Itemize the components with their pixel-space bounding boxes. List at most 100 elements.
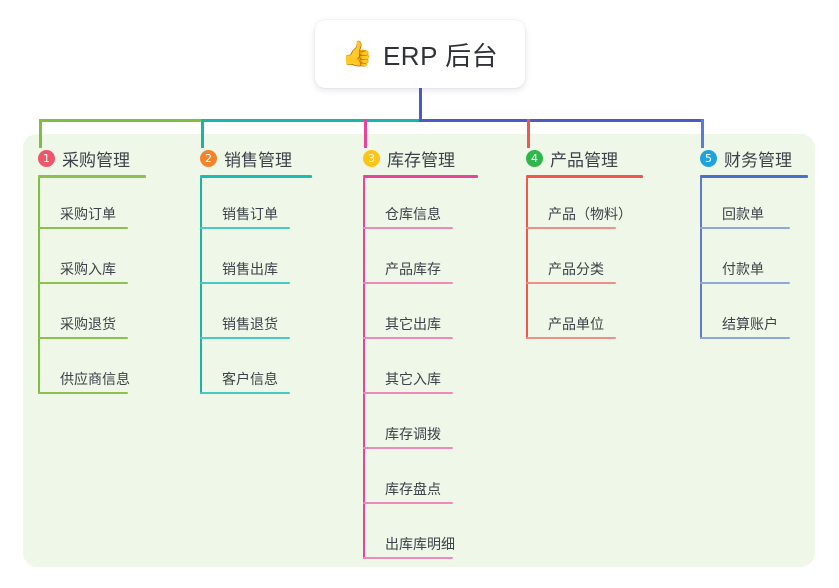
branch-drop-4 [527,119,530,148]
branch-item-label: 销售退货 [222,316,278,332]
branch-item[interactable]: 采购入库 [38,233,158,288]
branch-item[interactable]: 库存盘点 [363,453,483,508]
branch-item-underline [526,282,616,284]
branch-item-label: 销售订单 [222,206,278,222]
branch-underline [363,175,478,178]
branch-number-badge: 2 [200,149,217,167]
branch-item-underline [38,392,128,394]
branch-item-label: 产品库存 [385,261,441,277]
branch-item-label: 供应商信息 [60,371,130,387]
branch-item[interactable]: 出库库明细 [363,508,483,563]
branch-spine [363,178,365,559]
branch-item-label: 产品单位 [548,316,604,332]
branch-item[interactable]: 付款单 [700,233,820,288]
branch-item-label: 结算账户 [722,316,778,332]
branch-item-underline [526,227,616,229]
branch-title: 销售管理 [224,150,292,170]
branch-item-label: 其它入库 [385,371,441,387]
branch-number-badge: 1 [38,149,55,167]
branch-item[interactable]: 回款单 [700,178,820,233]
branch-item-underline [363,282,453,284]
root-connector-vertical [419,88,422,122]
branch-item[interactable]: 其它入库 [363,343,483,398]
branch-title: 库存管理 [387,150,455,170]
branch-item-label: 产品分类 [548,261,604,277]
branch-item-underline [38,282,128,284]
branch-number-badge: 5 [700,149,717,167]
branch-item[interactable]: 采购退货 [38,288,158,343]
branch-item-underline [363,557,453,559]
branch-item-underline [363,392,453,394]
branch-item-underline [200,227,290,229]
branch-item[interactable]: 产品分类 [526,233,646,288]
branch-item-label: 采购退货 [60,316,116,332]
branch-item[interactable]: 产品（物料） [526,178,646,233]
branch-item-label: 采购订单 [60,206,116,222]
thumbs-up-icon: 👍 [341,39,373,68]
branch-item-underline [200,392,290,394]
branch-underline [200,175,312,178]
branch-underline [38,175,146,178]
branch-spine [38,178,40,394]
branch-item[interactable]: 供应商信息 [38,343,158,398]
branch-item-label: 客户信息 [222,371,278,387]
branch-number-badge: 4 [526,149,543,167]
branch-spine [526,178,528,339]
branch-underline [700,175,808,178]
branch-header-3[interactable]: 3 库存管理 [363,146,478,170]
branch-spine [700,178,702,339]
branch-item[interactable]: 销售退货 [200,288,320,343]
branch-item-underline [200,337,290,339]
branch-underline [526,175,643,178]
branch-item-label: 产品（物料） [548,206,632,222]
branch-item-underline [363,447,453,449]
branch-items: 仓库信息产品库存其它出库其它入库库存调拨库存盘点出库库明细 [363,178,478,563]
root-node-title: ERP 后台 [382,40,499,71]
branch-header-1[interactable]: 1 采购管理 [38,146,146,170]
branch-item[interactable]: 产品单位 [526,288,646,343]
branch-item-underline [700,337,790,339]
branch-item[interactable]: 采购订单 [38,178,158,233]
bus-segment-2 [201,119,420,122]
branch-item-label: 库存调拨 [385,426,441,442]
branch-item-label: 采购入库 [60,261,116,277]
branch-item-underline [38,227,128,229]
branch-item[interactable]: 产品库存 [363,233,483,288]
branch-item-underline [363,502,453,504]
branches-panel [23,134,815,567]
branch-item[interactable]: 库存调拨 [363,398,483,453]
branch-item[interactable]: 销售订单 [200,178,320,233]
branch-item-label: 库存盘点 [385,481,441,497]
branch-item-underline [200,282,290,284]
branch-item-underline [700,227,790,229]
branch-item-label: 销售出库 [222,261,278,277]
branch-drop-3 [364,119,367,148]
branch-item[interactable]: 其它出库 [363,288,483,343]
branch-item-label: 出库库明细 [385,536,455,552]
branch-column-2: 2 销售管理销售订单销售出库销售退货客户信息 [200,146,312,398]
branch-drop-5 [701,119,704,148]
branch-title: 采购管理 [62,150,130,170]
branch-column-1: 1 采购管理采购订单采购入库采购退货供应商信息 [38,146,146,398]
branch-number-badge: 3 [363,149,380,167]
bus-segment-1 [39,119,204,122]
branch-header-2[interactable]: 2 销售管理 [200,146,312,170]
branch-item-underline [700,282,790,284]
root-node-erp-backend[interactable]: 👍 ERP 后台 [315,20,525,88]
branch-column-4: 4 产品管理产品（物料） 产品分类产品单位 [526,146,643,343]
branch-item[interactable]: 销售出库 [200,233,320,288]
branch-spine [200,178,202,394]
branch-items: 产品（物料） 产品分类产品单位 [526,178,643,343]
branch-drop-2 [201,119,204,148]
branch-item[interactable]: 客户信息 [200,343,320,398]
branch-header-4[interactable]: 4 产品管理 [526,146,643,170]
branch-item[interactable]: 仓库信息 [363,178,483,233]
branch-title: 产品管理 [550,150,618,170]
branch-item-label: 回款单 [722,206,764,222]
branch-items: 采购订单采购入库采购退货供应商信息 [38,178,146,398]
branch-item[interactable]: 结算账户 [700,288,820,343]
